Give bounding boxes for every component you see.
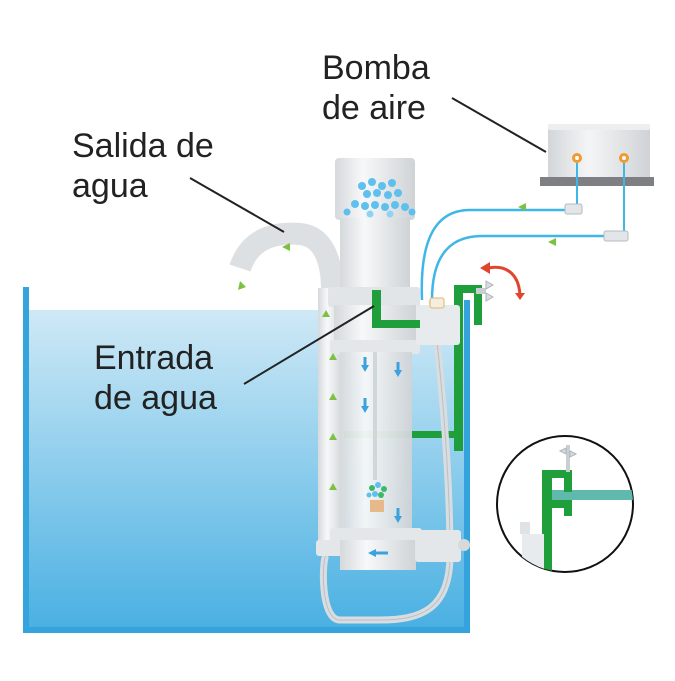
label-air-pump-line2: de aire <box>322 89 426 127</box>
label-air-pump-line1: Bomba <box>322 49 430 87</box>
leader-line-entrada <box>243 305 375 385</box>
label-water-inlet-line1: Entrada <box>94 339 214 377</box>
label-water-inlet-line2: de agua <box>94 379 217 417</box>
label-water-inlet: Entrada de agua <box>94 338 217 418</box>
air-tube-1 <box>420 208 578 301</box>
detail-zoom-icon <box>496 435 634 573</box>
flow-arrows-blue <box>361 357 402 557</box>
air-pump-icon <box>540 124 654 242</box>
flow-arrows-green <box>238 203 556 490</box>
label-water-outlet: Salida de agua <box>72 126 214 206</box>
leader-line-bomba <box>451 97 547 153</box>
label-water-outlet-line2: agua <box>72 167 148 205</box>
mounting-bracket <box>454 285 463 451</box>
tank-wall <box>23 287 470 633</box>
label-water-outlet-line1: Salida de <box>72 127 214 165</box>
label-air-pump: Bomba de aire <box>322 48 430 128</box>
air-tube-2 <box>430 234 612 301</box>
wing-nut-icon <box>476 280 495 302</box>
skimmer-icon <box>328 158 470 570</box>
leader-line-salida <box>189 177 285 233</box>
rotate-arrow-icon <box>480 262 525 300</box>
